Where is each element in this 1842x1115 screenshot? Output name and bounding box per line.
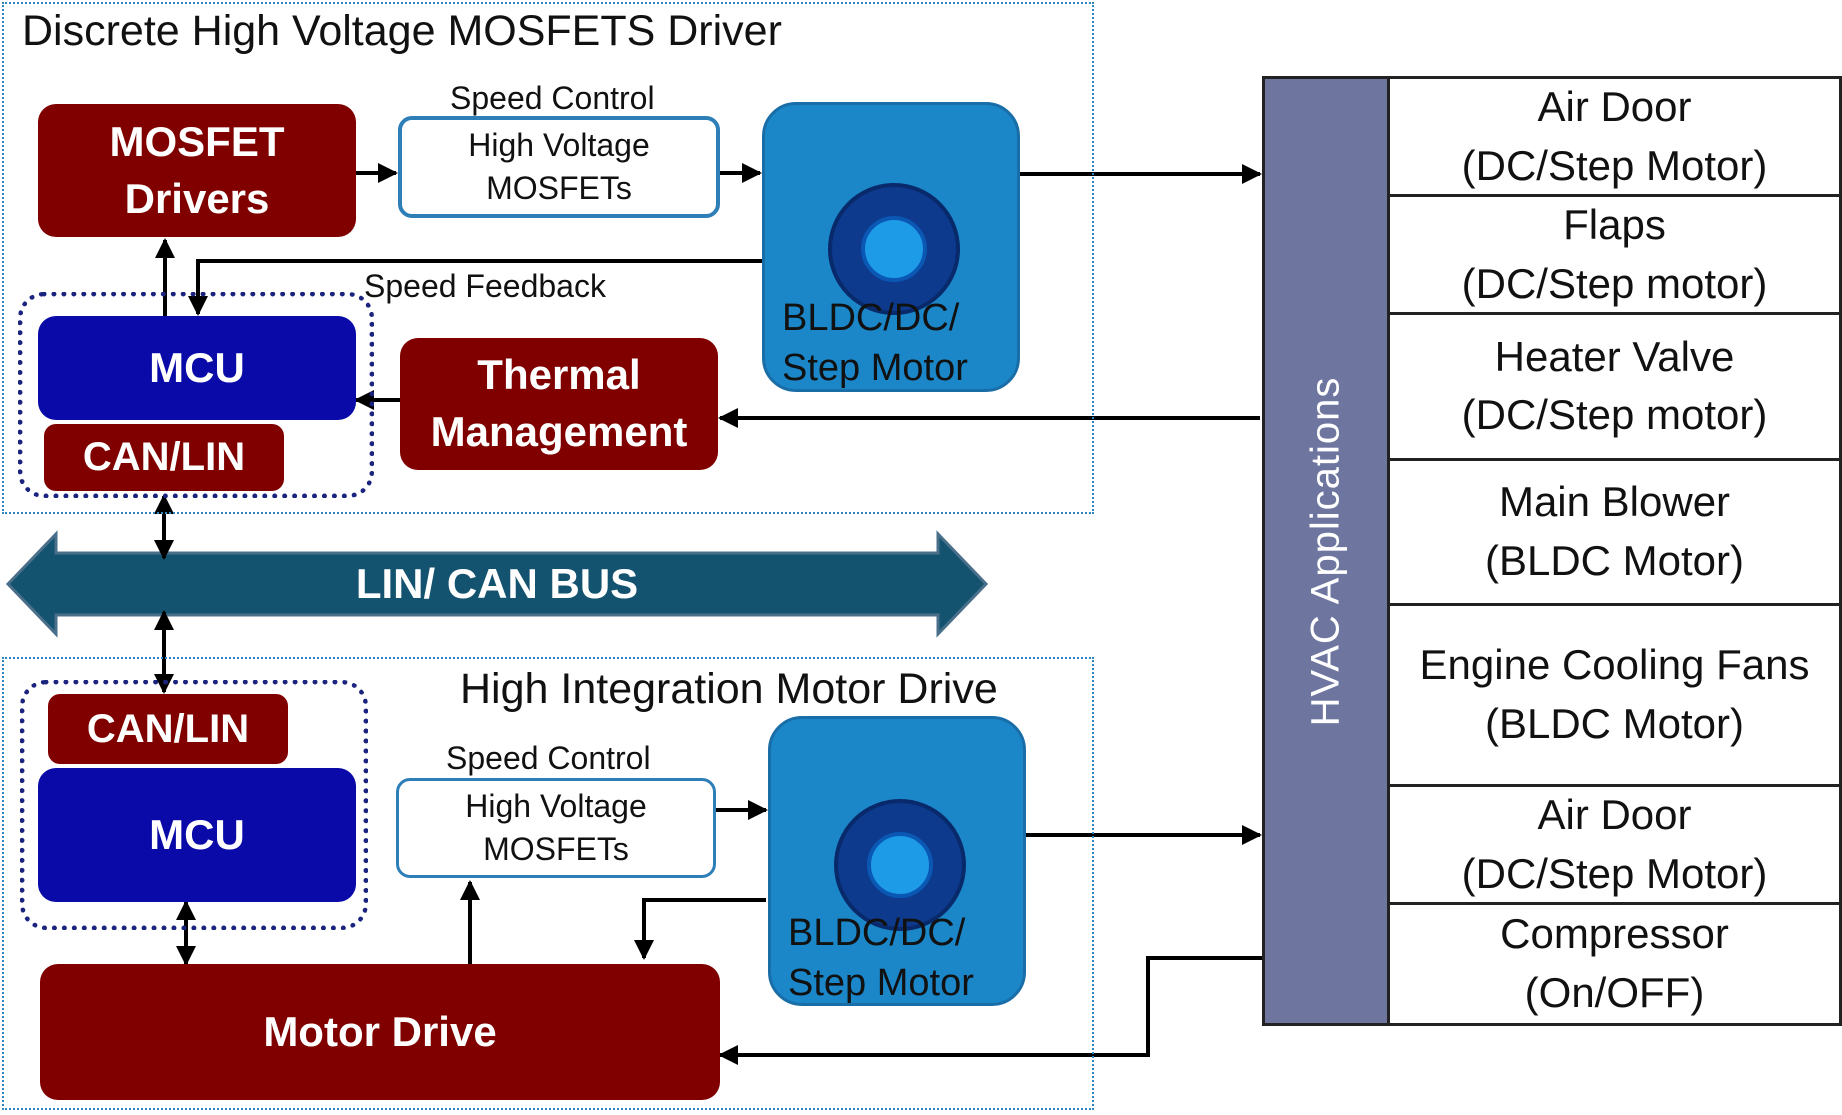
app-row-compressor: Compressor (On/OFF): [1390, 905, 1839, 1023]
app-row-4-type: (BLDC Motor): [1484, 536, 1745, 584]
top-can-lin-block: CAN/LIN: [44, 424, 284, 491]
hvac-applications-label: HVAC Applications: [1303, 376, 1348, 726]
bottom-motor-label-line1: BLDC/DC/: [788, 912, 966, 954]
top-motor-label: BLDC/DC/ Step Motor: [782, 293, 968, 393]
thermal-line1: Thermal: [477, 351, 641, 399]
bottom-hv-mosfets-line1: High Voltage: [465, 787, 647, 824]
hvac-applications-bar: HVAC Applications: [1262, 76, 1390, 1026]
speed-feedback-label: Speed Feedback: [364, 268, 606, 304]
top-hv-mosfets-block: High Voltage MOSFETs: [398, 116, 720, 218]
app-row-heater-valve: Heater Valve (DC/Step motor): [1390, 315, 1839, 461]
top-motor-label-line2: Step Motor: [782, 347, 968, 390]
bottom-speed-control-label: Speed Control: [446, 740, 651, 776]
thermal-line2: Management: [430, 408, 688, 455]
discrete-driver-title: Discrete High Voltage MOSFETS Driver: [22, 7, 782, 55]
app-row-5-name: Engine Cooling Fans: [1419, 641, 1810, 689]
discrete-driver-frame: [2, 2, 1094, 514]
top-hv-mosfets-line2: MOSFETs: [486, 170, 632, 206]
top-mcu-frame: [18, 292, 374, 498]
top-motor-shaft-icon: [861, 216, 927, 282]
mosfet-drivers-line2: Drivers: [124, 174, 270, 222]
app-row-6-name: Air Door: [1537, 791, 1692, 839]
top-motor-label-line1: BLDC/DC/: [782, 297, 960, 339]
arrow-hvac-to-motor-drive: [718, 956, 1262, 1065]
top-hv-mosfets-line1: High Voltage: [468, 126, 650, 163]
top-mcu-block: MCU: [38, 316, 356, 420]
mosfet-drivers-block: MOSFET Drivers: [38, 104, 356, 237]
high-integration-title: High Integration Motor Drive: [460, 665, 998, 713]
mosfet-drivers-line1: MOSFET: [109, 117, 285, 165]
high-integration-frame: [2, 657, 1094, 1110]
bottom-motor-shaft-icon: [867, 832, 933, 898]
app-row-air-door-2: Air Door (DC/Step Motor): [1390, 787, 1839, 906]
app-row-2-name: Flaps: [1563, 200, 1666, 248]
app-row-7-type: (On/OFF): [1524, 969, 1705, 1017]
bottom-mcu-block: MCU: [38, 768, 356, 902]
top-speed-control-label: Speed Control: [450, 80, 655, 116]
app-row-4-name: Main Blower: [1498, 477, 1731, 525]
hvac-application-list: Air Door (DC/Step Motor) Flaps (DC/Step …: [1387, 76, 1842, 1026]
bottom-motor-label-line2: Step Motor: [788, 962, 974, 1005]
app-row-1-type: (DC/Step Motor): [1461, 141, 1768, 189]
app-row-1-name: Air Door: [1537, 82, 1692, 130]
bottom-motor-rotor-icon: [834, 799, 966, 931]
motor-drive-block: Motor Drive: [40, 964, 720, 1100]
bottom-motor-block: [768, 716, 1026, 1006]
app-row-main-blower: Main Blower (BLDC Motor): [1390, 461, 1839, 606]
bus-label: LIN/ CAN BUS: [355, 560, 639, 607]
app-row-engine-cooling-fans: Engine Cooling Fans (BLDC Motor): [1390, 606, 1839, 788]
top-motor-rotor-icon: [828, 183, 960, 315]
app-row-6-type: (DC/Step Motor): [1461, 849, 1768, 897]
app-row-air-door-1: Air Door (DC/Step Motor): [1390, 79, 1839, 197]
top-motor-block: [762, 102, 1020, 392]
bottom-can-lin-block: CAN/LIN: [48, 694, 288, 764]
app-row-5-type: (BLDC Motor): [1484, 700, 1745, 748]
bottom-hv-mosfets-block: High Voltage MOSFETs: [396, 778, 716, 878]
bottom-mcu-frame: [20, 680, 368, 930]
app-row-flaps: Flaps (DC/Step motor): [1390, 197, 1839, 315]
app-row-3-type: (DC/Step motor): [1461, 391, 1768, 439]
lin-can-bus-arrow: [5, 530, 989, 638]
arrow-motor-feedback-to-drive: [634, 898, 766, 960]
bottom-hv-mosfets-line2: MOSFETs: [483, 831, 629, 867]
app-row-2-type: (DC/Step motor): [1461, 259, 1768, 307]
app-row-3-name: Heater Valve: [1494, 332, 1735, 380]
bottom-motor-label: BLDC/DC/ Step Motor: [788, 908, 974, 1008]
app-row-7-name: Compressor: [1500, 910, 1729, 958]
thermal-management-block: Thermal Management: [400, 338, 718, 470]
